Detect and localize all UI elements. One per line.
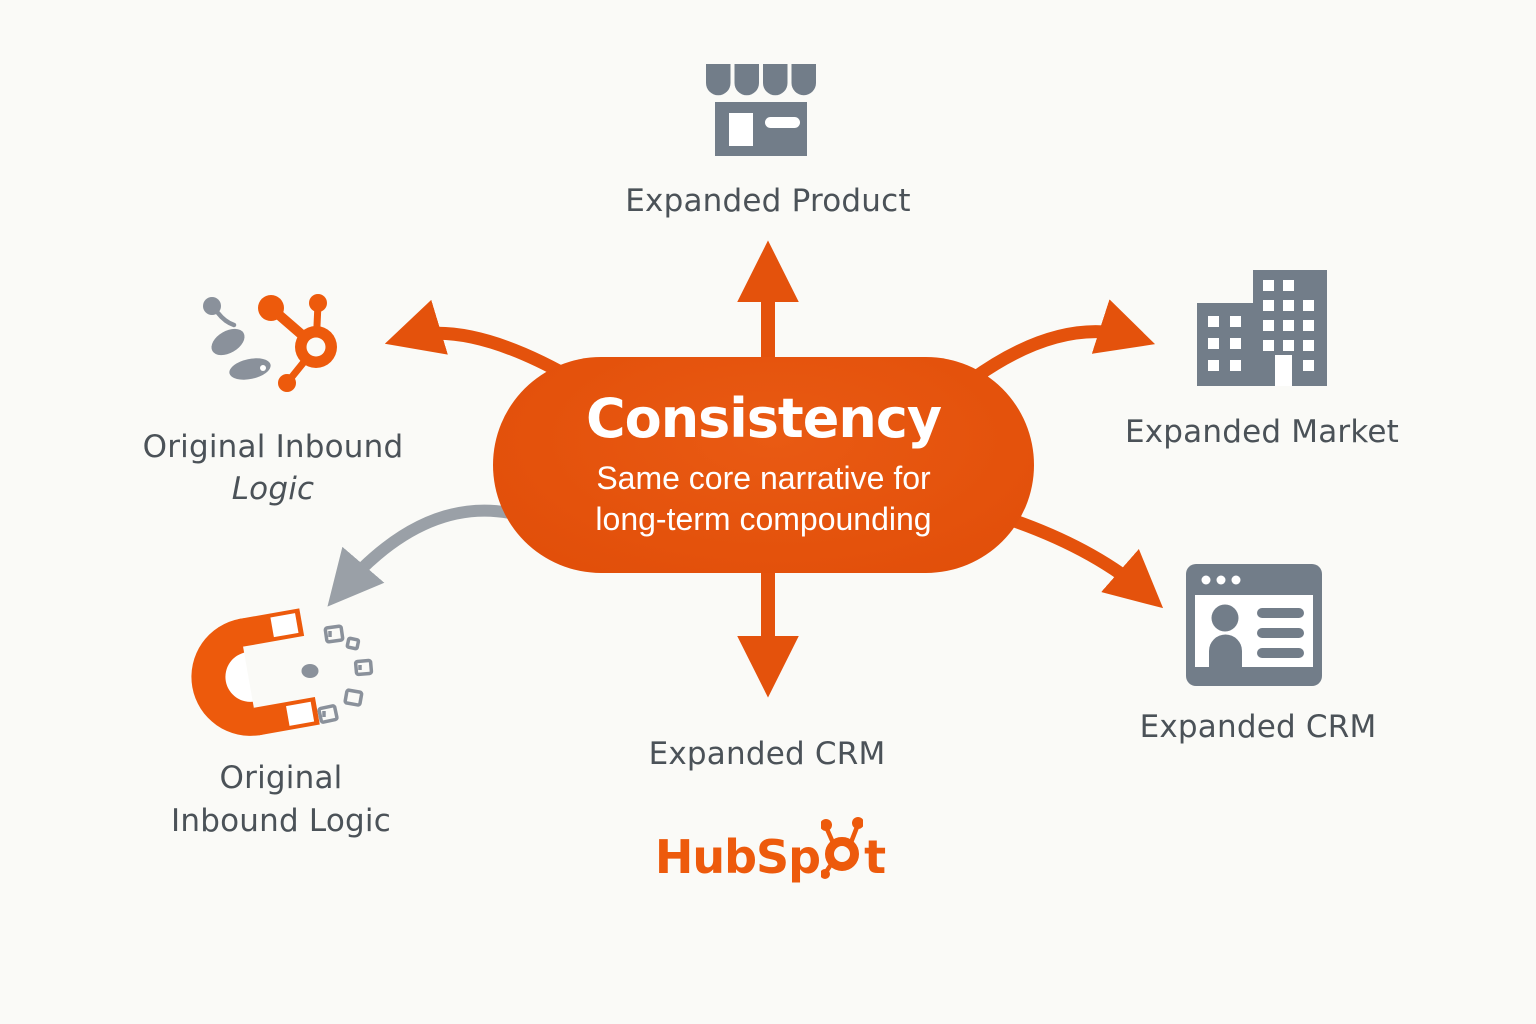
arrow-to-market (966, 299, 1156, 387)
bubble-subtitle-line2: long-term compounding (595, 500, 932, 537)
label-expanded-crm-right: Expanded CRM (1139, 709, 1377, 745)
label-line: Original Inbound (142, 429, 404, 465)
label-line-italic: Logic (231, 471, 315, 507)
storefront-sign (765, 117, 800, 128)
contact-card-icon (1186, 564, 1322, 686)
contact-avatar (1211, 604, 1239, 632)
hubspot-sprocket-o-icon (821, 817, 864, 879)
attracted-dot (301, 664, 319, 678)
label-expanded-product: Expanded Product (625, 183, 911, 219)
wordmark-left: HubSp (654, 830, 821, 884)
bubble-subtitle: Same core narrative for long-term compou… (595, 458, 931, 540)
label-line: Inbound Logic (171, 803, 391, 839)
magnet-icon (191, 608, 393, 736)
consistency-bubble: Consistency Same core narrative for long… (493, 357, 1034, 573)
hubspot-logo: HubSp t (648, 804, 892, 880)
magnet-pole-face (286, 701, 315, 726)
arrow-to-inbound-bottom (327, 504, 517, 607)
label-expanded-crm-bottom: Expanded CRM (648, 736, 886, 772)
label-expanded-market: Expanded Market (1124, 414, 1400, 450)
arrow-to-crm-right (997, 509, 1164, 609)
office-buildings-icon (1197, 270, 1327, 386)
label-original-inbound-top: Original Inbound Logic (73, 426, 473, 510)
label-original-inbound-bottom: Original Inbound Logic (81, 757, 481, 843)
label-line: Original (219, 760, 343, 796)
bubble-title: Consistency (585, 387, 942, 451)
wordmark-right: t (864, 830, 886, 884)
magnet-pole-face (270, 613, 299, 638)
bubble-subtitle-line1: Same core narrative for (596, 459, 931, 496)
attracted-docs-icons (317, 624, 374, 724)
storefront-icon (706, 64, 816, 156)
storefront-door (729, 113, 753, 146)
hubspot-sprocket-icon (203, 294, 337, 392)
building-door (1275, 355, 1292, 386)
